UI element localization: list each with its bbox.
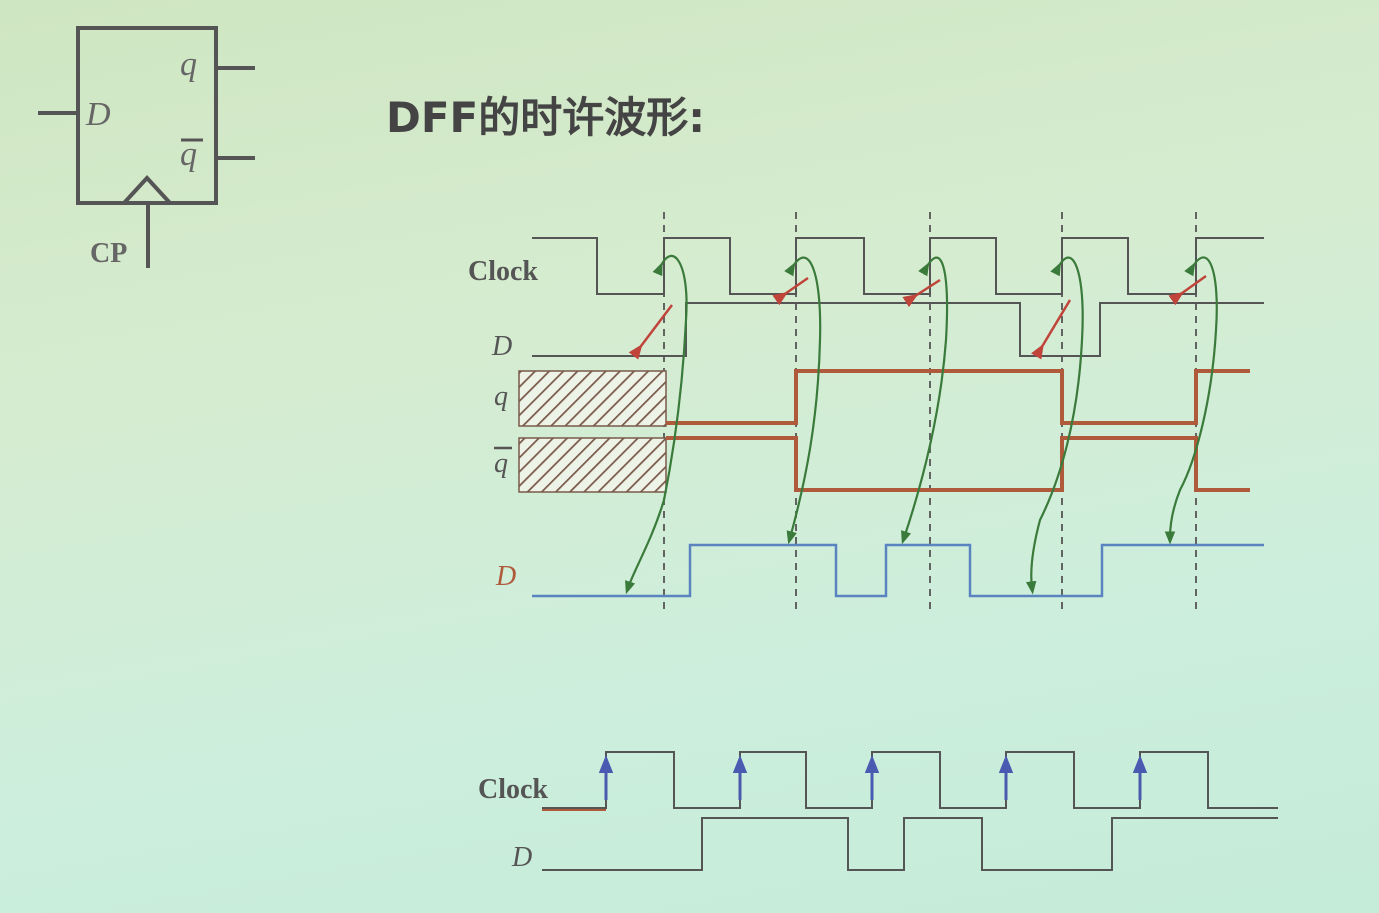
- sample-arrow: [1030, 299, 1072, 360]
- sample-arrows: [628, 274, 1207, 360]
- dff-symbol: D q q CP: [38, 26, 255, 269]
- feedback-arrows: [625, 254, 1218, 595]
- bottom-clock-wave: [542, 751, 1278, 809]
- timing-diagram: Clock D q q D: [468, 212, 1264, 612]
- feedback-arrow: [1164, 256, 1218, 545]
- bottom-label-d: D: [511, 842, 532, 873]
- edge-arrows: [598, 755, 1148, 800]
- bottom-d-wave: [542, 817, 1278, 871]
- slide-title: DFF的时许波形:: [386, 93, 705, 142]
- clock-wave: [532, 237, 1264, 295]
- feedback-arrow: [1025, 256, 1084, 595]
- feedback-arrow: [901, 256, 949, 545]
- clock-triangle-icon: [122, 175, 172, 205]
- dff-d-label: D: [85, 96, 111, 133]
- label-qbar: q: [494, 448, 508, 479]
- label-d-output: D: [495, 561, 516, 592]
- qbar-unknown-region: [518, 437, 667, 493]
- dff-cp-label: CP: [90, 238, 127, 269]
- d-input-wave: [532, 302, 1264, 357]
- feedback-arrow: [784, 256, 822, 545]
- feedback-arrow: [625, 254, 688, 595]
- qbar-wave: [666, 436, 1250, 492]
- bottom-label-clock: Clock: [478, 774, 548, 805]
- dff-qbar-label: q: [180, 136, 197, 173]
- q-unknown-region: [518, 370, 667, 427]
- sample-arrow: [902, 278, 941, 308]
- label-clock: Clock: [468, 256, 538, 287]
- d-output-wave: [532, 543, 1264, 598]
- label-q: q: [494, 381, 508, 412]
- label-d-input: D: [491, 331, 512, 362]
- sample-arrow: [628, 304, 673, 360]
- dff-q-label: q: [180, 46, 197, 83]
- bottom-diagram: Clock D: [478, 751, 1278, 873]
- q-wave: [666, 369, 1250, 425]
